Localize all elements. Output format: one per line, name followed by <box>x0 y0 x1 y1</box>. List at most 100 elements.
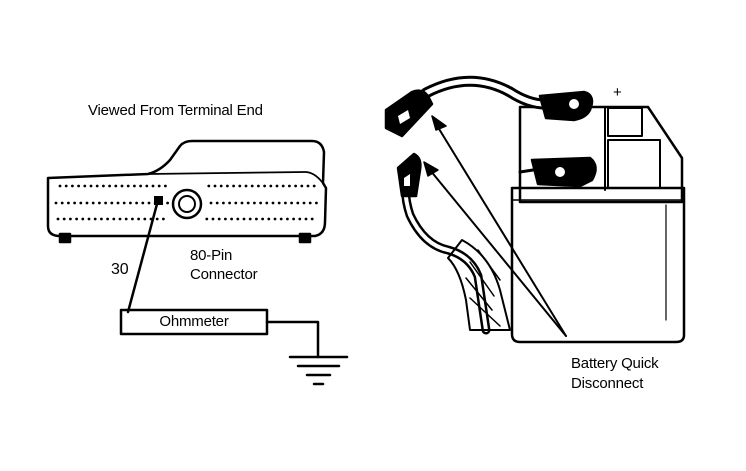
pin-dot <box>298 217 302 221</box>
pin-dot <box>102 184 105 188</box>
pin-dot <box>234 201 238 205</box>
pin-dot <box>56 217 60 221</box>
pin-dot <box>91 201 95 205</box>
pin-dot <box>60 201 64 205</box>
battery-quick-disconnect-label: Battery Quick Disconnect <box>571 354 659 394</box>
pin-dot <box>58 184 62 188</box>
pin-dot <box>286 217 289 221</box>
pin-dot <box>246 201 250 205</box>
pin-dot <box>116 201 120 205</box>
pin-dot <box>255 217 258 221</box>
ohmmeter-label: Ohmmeter <box>159 313 229 330</box>
pin-dot <box>85 201 89 205</box>
pin-dot <box>87 217 91 221</box>
pin-dot <box>106 217 109 221</box>
pin-dot <box>135 201 139 205</box>
pin-dot <box>250 184 254 188</box>
pin-dot <box>75 217 78 221</box>
pin-dot <box>67 201 70 205</box>
connector-label-line1: 80-Pin <box>190 247 233 264</box>
pin-dot <box>226 184 229 188</box>
pin-dot <box>126 184 130 188</box>
pin-dot <box>217 217 221 221</box>
eighty-pin-connector <box>46 139 328 244</box>
pin-dot <box>292 217 295 221</box>
pin-dot <box>230 217 234 221</box>
pin-dot <box>277 201 281 205</box>
pin-dot <box>164 184 167 188</box>
pin-dot <box>64 184 68 188</box>
probe-lead <box>126 202 159 314</box>
view-orientation-label: Viewed From Terminal End <box>88 102 263 119</box>
pin-dot <box>81 217 85 221</box>
pin-dot <box>265 201 269 205</box>
pin-dot <box>213 184 217 188</box>
pin-dot <box>215 201 219 205</box>
pin-dot <box>224 217 227 221</box>
pin-dot <box>157 184 161 188</box>
pin-dot <box>257 184 260 188</box>
pin-dot <box>71 184 74 188</box>
pin-dot <box>205 217 209 221</box>
pin-dot <box>110 201 114 205</box>
pin-dot <box>271 201 275 205</box>
pin-dot <box>308 201 312 205</box>
pin-dot <box>129 201 132 205</box>
negative-cable <box>518 156 597 188</box>
pin-dot <box>273 217 277 221</box>
pin-dot <box>77 184 80 188</box>
pin-dot <box>275 184 279 188</box>
pin-dot <box>95 184 99 188</box>
pin-dot <box>248 217 252 221</box>
pin-dot <box>137 217 141 221</box>
pin-dot <box>93 217 97 221</box>
pin-dot <box>162 217 165 221</box>
connector-pins <box>54 184 318 221</box>
pin-dot <box>302 201 306 205</box>
pin-dot <box>79 201 83 205</box>
pin-dot <box>139 184 143 188</box>
pin-dot <box>104 201 107 205</box>
pin-dot <box>240 201 244 205</box>
pin-dot <box>145 184 149 188</box>
leader-arrows <box>423 115 567 337</box>
pin-dot <box>108 184 111 188</box>
pin-dot <box>118 217 122 221</box>
wire-harness <box>396 152 511 335</box>
pin-dot <box>122 201 126 205</box>
pin-number-label: 30 <box>111 261 129 278</box>
pin-dot <box>54 201 58 205</box>
pin-dot <box>83 184 87 188</box>
pin-dot <box>269 184 273 188</box>
pin-dot <box>141 201 145 205</box>
pin-dot <box>151 184 155 188</box>
pin-dot <box>261 217 264 221</box>
pin-dot <box>306 184 310 188</box>
pin-dot <box>222 201 225 205</box>
pin-dot <box>232 184 236 188</box>
pin-dot <box>300 184 304 188</box>
pin-dot <box>236 217 240 221</box>
pin-dot <box>290 201 293 205</box>
connector-label-line2: Connector <box>190 266 258 283</box>
pin-dot <box>143 217 147 221</box>
pin-dot <box>304 217 308 221</box>
pin-dot <box>242 217 246 221</box>
pin-dot <box>211 217 215 221</box>
quick-disconnect-line2: Disconnect <box>571 375 644 392</box>
pin-dot <box>228 201 232 205</box>
pin-dot <box>147 201 151 205</box>
ground-symbol <box>265 320 349 386</box>
quick-disconnect-plug <box>384 89 434 138</box>
pin-dot <box>98 201 101 205</box>
pin-dot <box>62 217 66 221</box>
pin-dot <box>89 184 93 188</box>
pin-dot <box>73 201 76 205</box>
positive-cable <box>420 75 594 122</box>
positive-terminal-symbol: + <box>613 84 622 101</box>
pin-dot <box>207 184 211 188</box>
pin-dot <box>114 184 118 188</box>
pin-dot <box>259 201 262 205</box>
pin-dot <box>315 201 318 205</box>
pin-dot <box>267 217 271 221</box>
